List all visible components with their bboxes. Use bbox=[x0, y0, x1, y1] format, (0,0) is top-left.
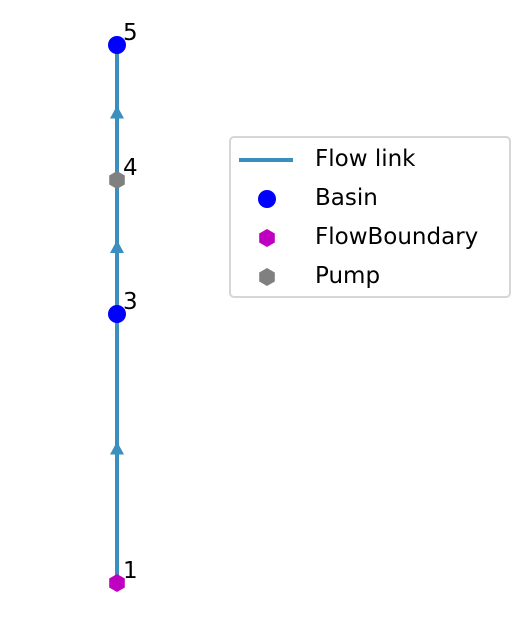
node-4-pump[interactable] bbox=[109, 171, 125, 189]
node-1-flowboundary[interactable] bbox=[109, 574, 125, 592]
node-label: 5 bbox=[123, 20, 138, 46]
flow-links bbox=[110, 45, 124, 583]
legend-item-basin: Basin bbox=[231, 181, 509, 217]
flow-link-line-icon bbox=[239, 158, 293, 162]
node-label: 1 bbox=[123, 558, 138, 584]
legend-item-flowboundary: FlowBoundary bbox=[231, 220, 509, 256]
flow-direction-arrow-icon bbox=[110, 441, 124, 455]
node-5-basin[interactable] bbox=[108, 36, 126, 54]
legend-label-basin: Basin bbox=[315, 185, 378, 211]
flowboundary-hexagon-icon bbox=[259, 229, 275, 247]
legend-item-pump: Pump bbox=[231, 259, 509, 295]
legend-label-pump: Pump bbox=[315, 263, 381, 289]
node-3-basin[interactable] bbox=[108, 305, 126, 323]
legend-item-flow-link: Flow link bbox=[231, 142, 509, 178]
pump-hexagon-icon bbox=[259, 268, 275, 286]
basin-circle-icon bbox=[258, 190, 276, 208]
legend: Flow link Basin FlowBoundary Pump bbox=[229, 136, 511, 298]
flow-direction-arrow-icon bbox=[110, 240, 124, 253]
flow-direction-arrow-icon bbox=[110, 105, 124, 119]
legend-label-flowboundary: FlowBoundary bbox=[315, 224, 479, 250]
legend-label-flow-link: Flow link bbox=[315, 146, 416, 172]
node-label: 4 bbox=[123, 155, 138, 181]
node-label: 3 bbox=[123, 289, 138, 315]
nodes: 1 3 4 5 bbox=[108, 20, 138, 592]
